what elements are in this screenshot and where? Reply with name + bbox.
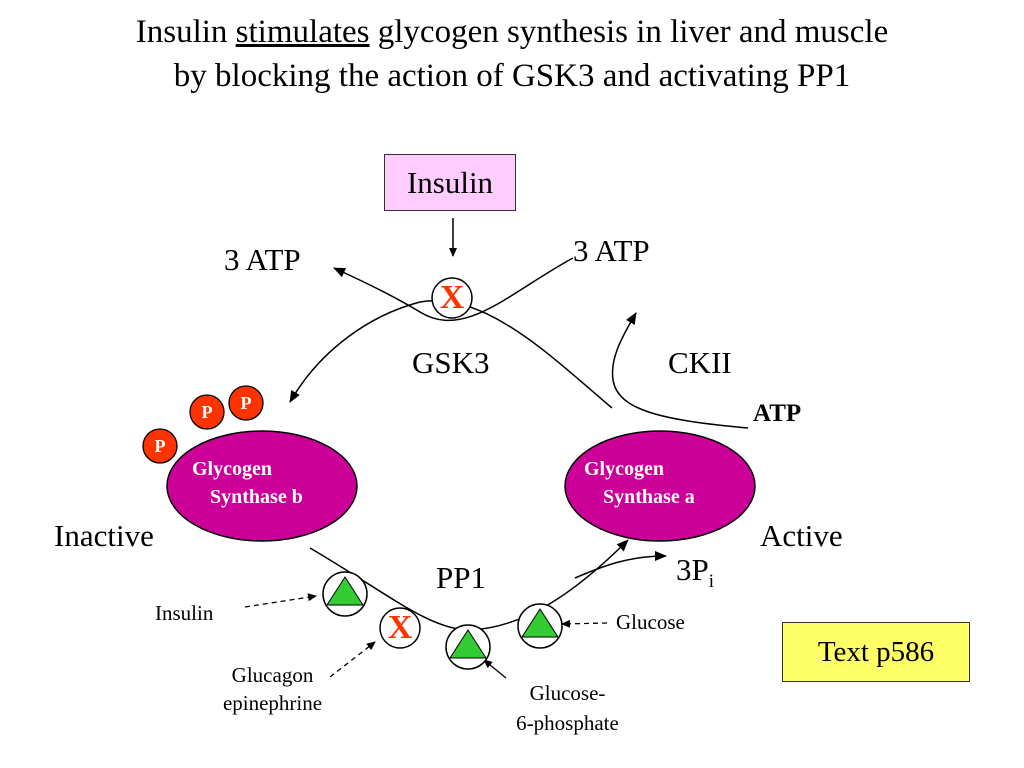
insulin-dashed-arrow [244, 593, 317, 608]
pp1-label: PP1 [436, 560, 486, 595]
atp-left-label: 3 ATP [224, 242, 301, 277]
glucagon-dashed-arrow [329, 641, 376, 678]
atp-bold-label: ATP [753, 400, 802, 427]
pi-label: 3Pi [676, 552, 715, 593]
title-line-1: Insulin stimulates glycogen synthesis in… [135, 14, 889, 50]
synthase-b-line-2: Synthase b [210, 486, 303, 508]
g6p-arrow [483, 659, 507, 679]
phosphate-circle-3 [228, 385, 264, 421]
effector-glucose-label: Glucose [616, 610, 685, 634]
atp-left-arrow [333, 257, 574, 322]
glucagon-x-circle [379, 607, 421, 649]
page-title: Insulin stimulates glycogen synthesis in… [0, 10, 1024, 98]
gsk3-x-circle [431, 277, 473, 319]
insulin-box: Insulin [384, 154, 516, 211]
synthase-a-line-2: Synthase a [603, 486, 695, 508]
glycogen-synthase-a-ellipse [564, 430, 756, 542]
gsk3-inhibit-x: X [439, 279, 465, 316]
effector-insulin-label: Insulin [155, 601, 214, 625]
glucose-dashed-arrow [561, 619, 608, 628]
phosphate-circle-1 [142, 428, 178, 464]
text-reference-box: Text p586 [782, 622, 970, 682]
inactive-label: Inactive [54, 518, 154, 553]
ckii-curve [611, 312, 749, 429]
phosphate-label-2: P [201, 402, 213, 422]
pi-arrow [574, 551, 667, 579]
glucose-activator-icon [517, 603, 563, 649]
ckii-label: CKII [668, 345, 732, 380]
effector-glucagon-label: Glucagon epinephrine [222, 663, 323, 715]
synthase-b-line-1: Glycogen [192, 458, 272, 480]
title-emphasis: stimulates [235, 14, 370, 50]
glycogen-synthase-b-ellipse [166, 430, 358, 542]
title-line-2: by blocking the action of GSK3 and activ… [173, 58, 851, 94]
atp-right-label: 3 ATP [573, 233, 650, 268]
g6p-activator-icon [445, 624, 491, 670]
phosphate-label-3: P [240, 393, 252, 413]
phosphate-circle-2 [189, 394, 225, 430]
glucagon-inhibit-x: X [387, 609, 413, 646]
effector-g6p-label: Glucose- 6-phosphate [516, 681, 619, 735]
active-label: Active [760, 518, 843, 553]
gsk3-curve-to-b [289, 299, 613, 409]
gsk3-label: GSK3 [412, 345, 490, 380]
synthase-a-line-1: Glycogen [584, 458, 664, 480]
phosphate-label-1: P [154, 436, 166, 456]
insulin-activator-icon [322, 571, 368, 617]
